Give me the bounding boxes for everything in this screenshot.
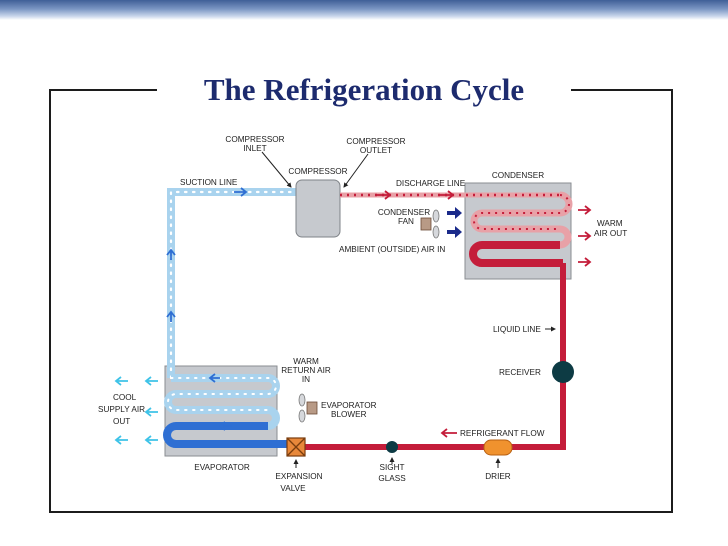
warm-return-air-label-3: IN [302, 375, 310, 384]
suction-line-dots [169, 190, 298, 380]
condenser-label: CONDENSER [492, 171, 544, 180]
condenser-fan-label-2: FAN [398, 217, 414, 226]
discharge-flow-arrows [376, 190, 455, 200]
cool-supply-air-label-3: OUT [113, 417, 130, 426]
evaporator-coil-liquid [163, 422, 296, 448]
condenser-coil-vapor-dots [473, 194, 570, 230]
compressor-inlet-label-1: COMPRESSOR [225, 135, 284, 144]
sight-glass-label-2: GLASS [378, 474, 406, 483]
liquid-line-label: LIQUID LINE [493, 325, 541, 334]
suction-line-pipe [167, 188, 296, 378]
refrigerant-flow-label: REFRIGERANT FLOW [460, 429, 545, 438]
expansion-valve [286, 437, 306, 457]
ambient-air-arrows [447, 207, 462, 238]
evaporator-coil-vapor-dots [167, 377, 277, 411]
expansion-valve-label-2: VALVE [280, 484, 306, 493]
evaporator-blower-label-1: EVAPORATOR [321, 401, 377, 410]
evaporator-blower-icon [298, 393, 318, 423]
header-band [0, 0, 728, 20]
compressor-outlet-label-1: COMPRESSOR [346, 137, 405, 146]
compressor-inlet-label-2: INLET [243, 144, 266, 153]
diagram-frame [49, 89, 673, 513]
condenser-fan-icon [420, 209, 440, 239]
drier-filter [483, 439, 513, 456]
suction-flow-arrows [166, 187, 248, 431]
page-title: The Refrigeration Cycle [203, 72, 525, 107]
receiver-tank [552, 361, 574, 383]
receiver-label: RECEIVER [499, 368, 541, 377]
suction-line-label: SUCTION LINE [180, 178, 238, 187]
warm-air-out-arrows [578, 205, 592, 267]
frame-top-left-rule [49, 89, 157, 91]
cool-supply-air-label-2: SUPPLY AIR [98, 405, 145, 414]
ambient-air-label: AMBIENT (OUTSIDE) AIR IN [339, 245, 445, 254]
leader-lines [261, 151, 556, 468]
compressor-label: COMPRESSOR [288, 167, 347, 176]
warm-air-out-label-1: WARM [597, 219, 623, 228]
drier-label: DRIER [485, 472, 511, 481]
sight-glass [386, 441, 398, 453]
warm-air-out-label-2: AIR OUT [594, 229, 627, 238]
evaporator-blower-label-2: BLOWER [331, 410, 367, 419]
evaporator-label: EVAPORATOR [194, 463, 250, 472]
expansion-valve-label-1: EXPANSION [275, 472, 322, 481]
cool-supply-air-label-1: COOL [113, 393, 137, 402]
liquid-line-pipe [296, 263, 566, 450]
compressor-outlet-label-2: OUTLET [360, 146, 392, 155]
cool-air-out-arrows [114, 376, 158, 445]
compressor-body [295, 179, 341, 238]
condenser-fan-label-1: CONDENSER [378, 208, 430, 217]
discharge-line-label: DISCHARGE LINE [396, 179, 466, 188]
refrigerant-flow-arrow [440, 428, 457, 438]
warm-return-air-label-2: RETURN AIR [281, 366, 331, 375]
sight-glass-label-1: SIGHT [379, 463, 404, 472]
condenser-coil-liquid [469, 241, 563, 267]
frame-top-right-rule [571, 89, 673, 91]
warm-return-air-label-1: WARM [293, 357, 319, 366]
